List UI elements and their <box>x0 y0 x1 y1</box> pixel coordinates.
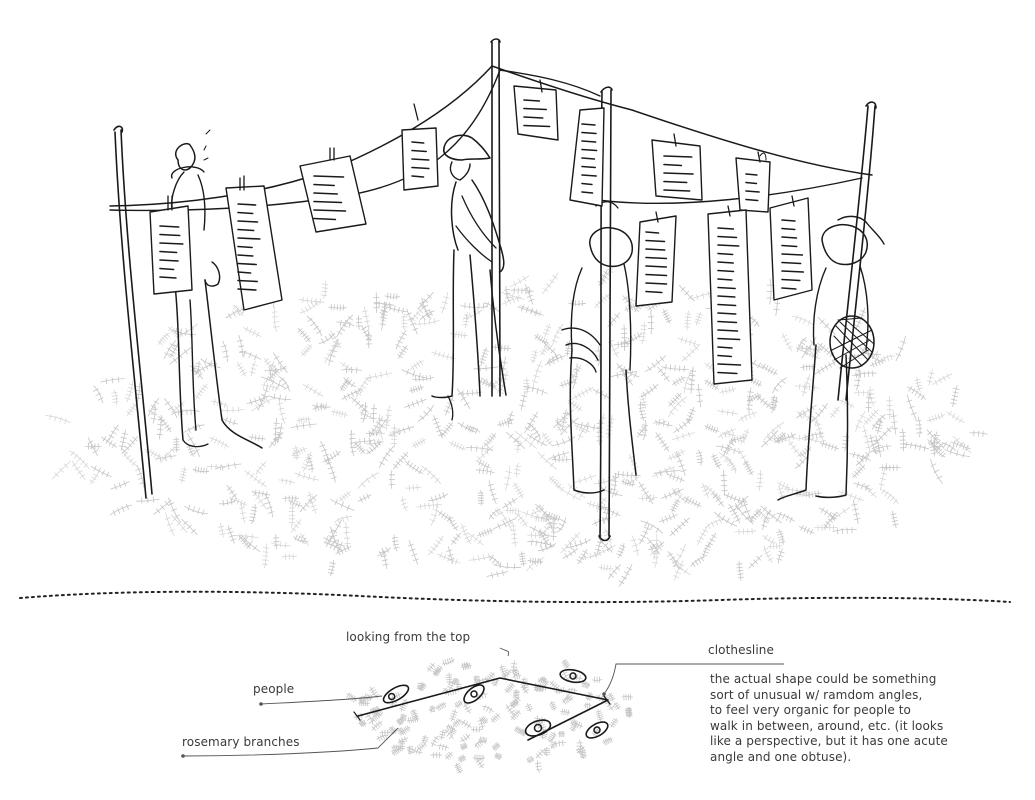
design-note-line: sort of unusual w/ ramdom angles, <box>710 687 923 702</box>
design-note: the actual shape could be something sort… <box>710 672 948 765</box>
design-note-line: like a perspective, but it has one acute <box>710 734 948 748</box>
design-note-line: the actual shape could be something <box>710 672 937 686</box>
paper-text-scribbles <box>159 99 805 375</box>
design-note-line: to feel very organic for people to <box>710 703 911 717</box>
top-view-heading: looking from the top <box>346 630 471 644</box>
clothesline-label: clothesline <box>708 643 774 657</box>
person-right-center-figure <box>561 226 637 494</box>
design-note-line: walk in between, around, etc. (it looks <box>710 718 944 733</box>
rosemary-branches-ground <box>45 267 988 587</box>
top-view-people-markers <box>382 668 609 739</box>
design-note-line: angle and one obtuse). <box>710 749 852 764</box>
dotted-divider <box>19 590 1011 604</box>
top-view-clothesline <box>353 677 611 741</box>
top-view-leader-lines <box>181 647 784 758</box>
person-right-figure <box>777 215 885 501</box>
top-view-rosemary-cloud <box>346 656 633 774</box>
rosemary-branches-label: rosemary branches <box>182 735 300 749</box>
clothesline-poles <box>113 38 877 542</box>
hanging-papers <box>149 79 813 385</box>
person-middle-figure <box>431 134 507 421</box>
people-label: people <box>253 682 295 696</box>
